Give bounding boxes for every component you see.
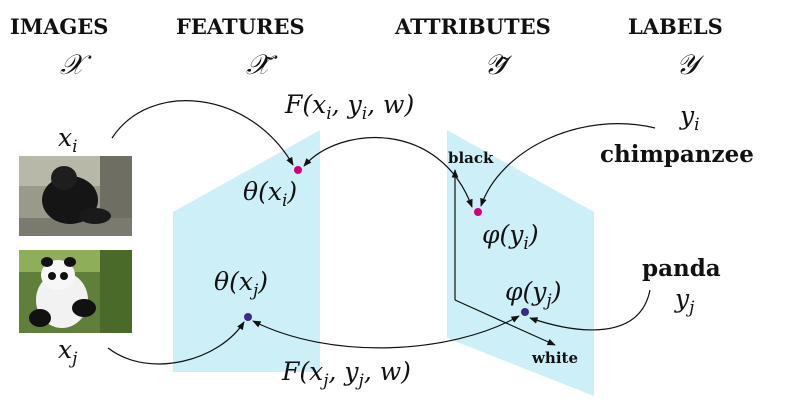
axis-white-label: white [531,349,578,367]
compat-bottom: F(xj, yj, w) [281,357,411,391]
axis-black-label: black [448,149,494,167]
dot-theta-xj [244,313,252,321]
header-images: IMAGES [10,14,108,39]
arrow-F-top [303,136,473,208]
arrow-xi-to-theta [111,100,294,166]
input-xj: xj [58,335,78,369]
attribute-plane [447,130,594,396]
theta-xi: θ(xi) [243,177,297,211]
arrow-yj-to-phi [529,289,651,331]
theta-xj: θ(xj) [214,267,268,301]
panda-photo [19,250,132,333]
symbol-attributes: 𝒴̃ [484,48,513,81]
phi-yj: φ(yj) [505,277,561,311]
arrow-yi-to-phi [480,123,656,207]
output-yi: yi [679,101,700,135]
arrow-F-bottom [252,315,520,349]
chimpanzee-photo [19,156,132,236]
symbol-features: 𝒳̃ [246,48,278,81]
arrow-xj-to-theta [107,321,245,365]
dot-phi-yi [474,208,482,216]
symbol-images: 𝒳 [60,48,92,81]
header-features: FEATURES [176,14,305,39]
output-yj: yj [674,284,695,318]
compat-top: F(xi, yi, w) [284,90,414,124]
dot-phi-yj [521,308,529,316]
header-attributes: ATTRIBUTES [394,14,551,39]
label-chimpanzee: chimpanzee [600,141,754,168]
header-labels: LABELS [628,14,723,39]
input-xi: xi [58,123,78,157]
dot-theta-xi [294,166,302,174]
feature-plane [173,130,320,372]
phi-yi: φ(yi) [482,220,539,254]
label-panda: panda [642,255,721,282]
symbol-labels: 𝒴 [676,48,705,81]
